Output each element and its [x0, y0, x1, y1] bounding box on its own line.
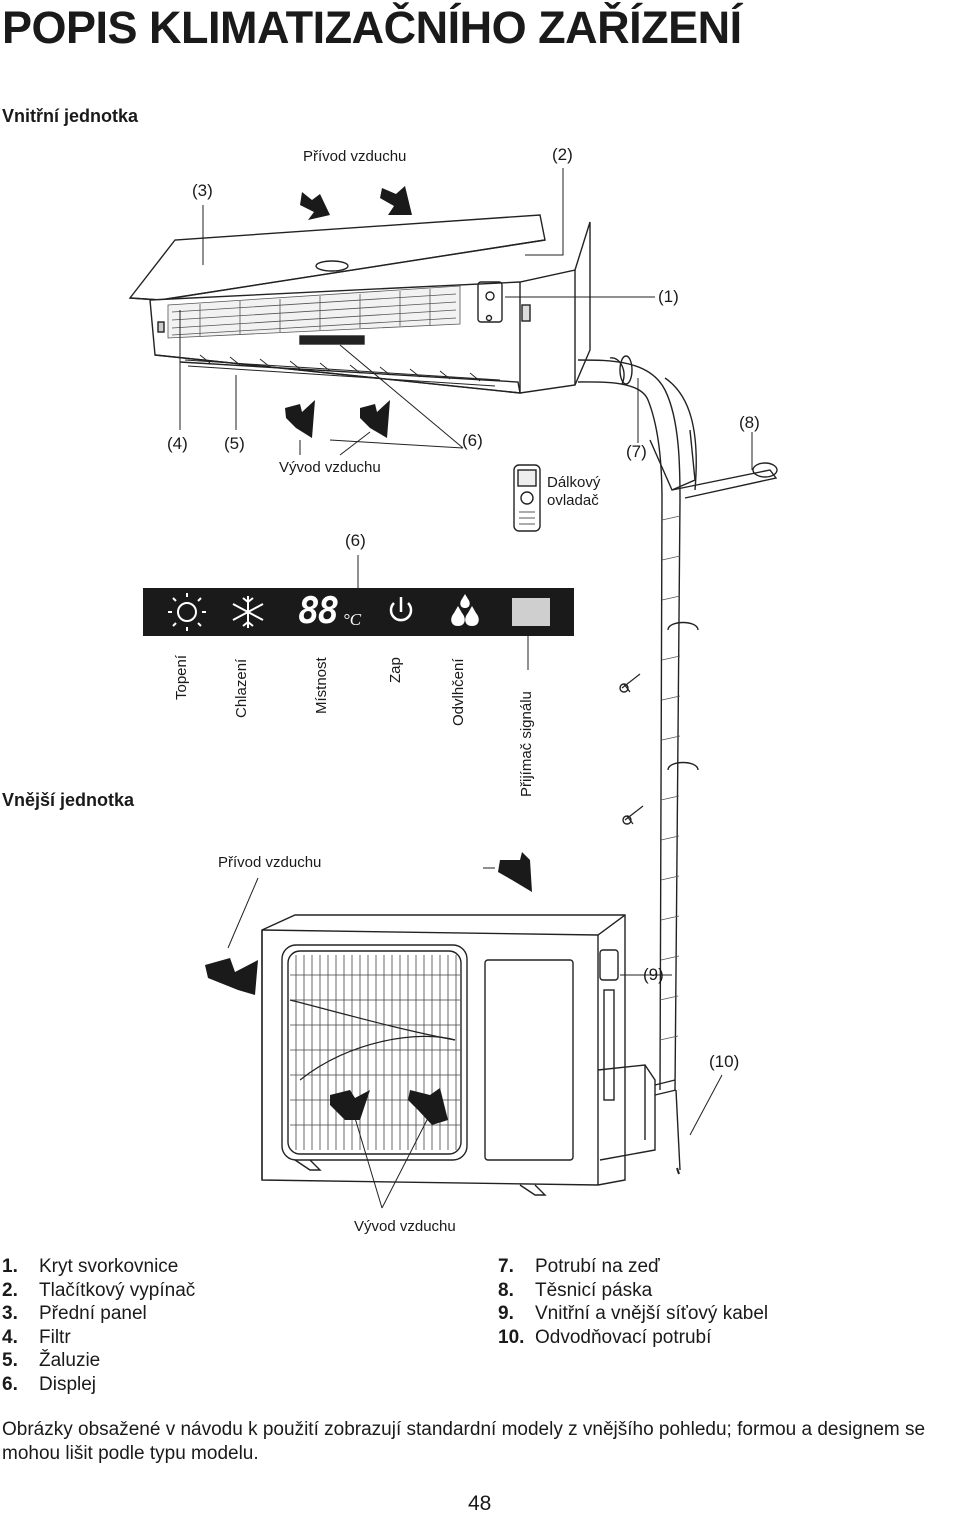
filter-mesh	[167, 285, 461, 339]
list-item: 7.Potrubí na zeď	[498, 1256, 660, 1277]
callout-4: (4)	[167, 434, 188, 453]
list-item: 5.Žaluzie	[2, 1350, 101, 1371]
indicator-heating: Topení	[173, 654, 190, 700]
air-outlet-label: Vývod vzduchu	[279, 459, 381, 476]
indicator-dehumidify: Odvlhčení	[450, 658, 467, 726]
disclaimer-note: Obrázky obsažené v návodu k použití zobr…	[2, 1419, 926, 1464]
display-panel	[143, 588, 574, 636]
air-inlet-label: Přívod vzduchu	[303, 148, 407, 165]
list-item: 6.Displej	[2, 1373, 97, 1395]
outdoor-unit-heading: Vnější jednotka	[2, 790, 135, 810]
indoor-unit-drawing	[128, 214, 591, 394]
callout-9: (9)	[643, 965, 664, 984]
indicator-room: Místnost	[313, 657, 330, 714]
list-item: 8.Těsnicí páska	[498, 1279, 653, 1301]
sun-icon	[168, 593, 206, 631]
indicator-cooling: Chlazení	[233, 658, 250, 718]
callout-3: (3)	[192, 181, 213, 200]
drops-icon	[451, 594, 479, 626]
parts-list-right: 7.Potrubí na zeď 8.Těsnicí páska 9.Vnitř…	[498, 1255, 768, 1349]
callout-8: (8)	[739, 413, 760, 432]
remote-label: Dálkový ovladač	[547, 474, 601, 509]
indicator-on: Zap	[387, 657, 404, 683]
outdoor-unit-drawing	[261, 914, 677, 1196]
list-item: 4.Filtr	[2, 1326, 71, 1348]
list-item: 9.Vnitřní a vnější síťový kabel	[498, 1303, 769, 1324]
indicator-signal-receiver: Přijímač signálu	[518, 691, 535, 797]
leader-lines	[179, 168, 753, 1209]
callout-1: (1)	[658, 287, 679, 306]
power-icon	[389, 597, 413, 622]
page-title: POPIS KLIMATIZAČNÍHO ZAŘÍZENÍ	[2, 2, 742, 53]
remote-drawing	[513, 464, 541, 532]
display-unit: °C	[343, 610, 362, 629]
outdoor-air-outlet-label: Vývod vzduchu	[354, 1218, 456, 1235]
list-item: 2.Tlačítkový vypínač	[2, 1279, 196, 1301]
callout-6-display: (6)	[345, 531, 366, 550]
parts-list-left: 1.Kryt svorkovnice 2.Tlačítkový vypínač …	[2, 1255, 195, 1396]
page-number: 48	[468, 1492, 492, 1515]
pipe-drawing	[577, 355, 778, 1175]
air-arrows	[205, 186, 532, 1125]
callout-6-top: (6)	[462, 431, 483, 450]
snowflake-icon	[232, 596, 264, 628]
callout-2: (2)	[552, 145, 573, 164]
list-item: 1.Kryt svorkovnice	[2, 1256, 179, 1277]
signal-receiver-window	[512, 598, 550, 626]
callout-7: (7)	[626, 442, 647, 461]
display-digits: 88	[298, 591, 339, 632]
list-item: 3.Přední panel	[2, 1303, 147, 1324]
callout-10: (10)	[709, 1052, 740, 1071]
indoor-unit-heading: Vnitřní jednotka	[2, 106, 139, 126]
outdoor-air-inlet-label: Přívod vzduchu	[218, 854, 322, 871]
list-item: 10.Odvodňovací potrubí	[498, 1326, 712, 1348]
callout-5: (5)	[224, 434, 245, 453]
